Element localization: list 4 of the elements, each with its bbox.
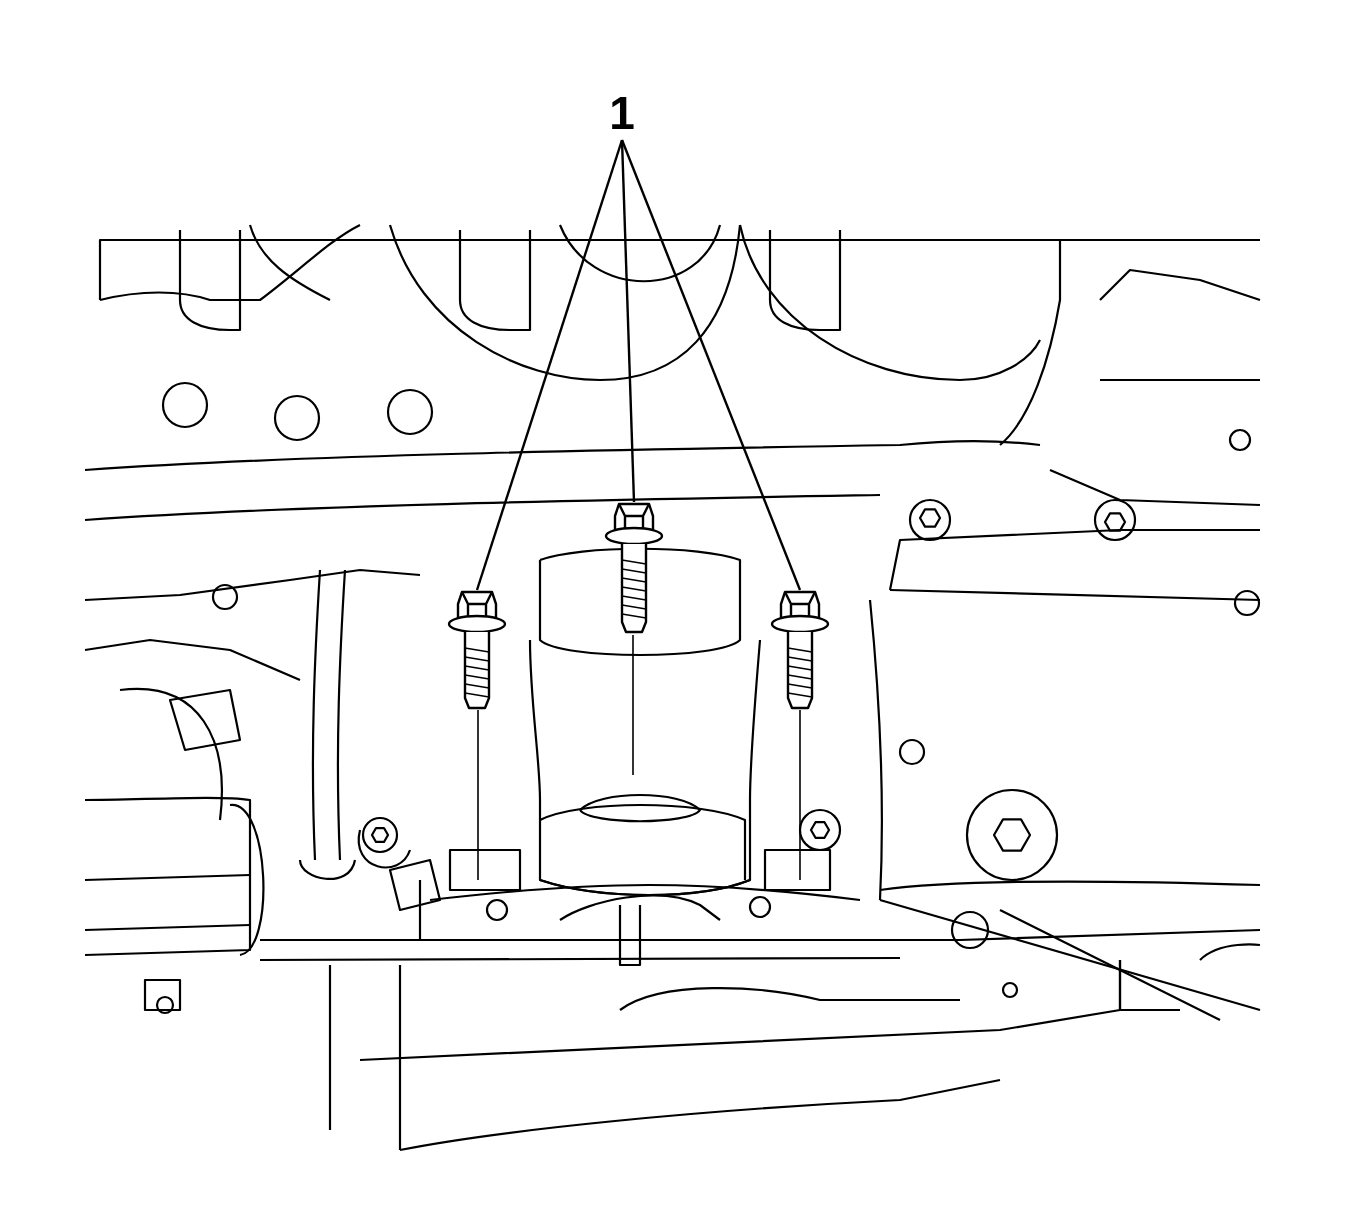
leader-line xyxy=(475,139,624,591)
leader-line xyxy=(620,139,636,503)
leader-line xyxy=(620,139,802,591)
callout-number: 1 xyxy=(598,90,646,140)
